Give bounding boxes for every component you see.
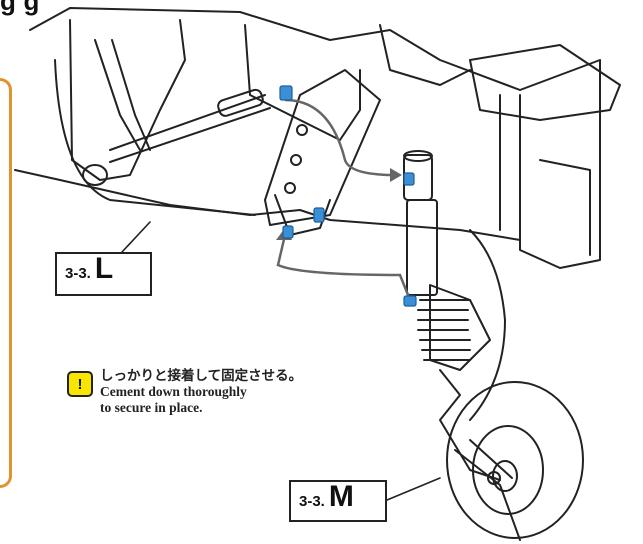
wheel-hub xyxy=(492,460,518,492)
step-label-M: 3-3. M xyxy=(289,480,387,522)
note-text: しっかりと接着して固定させる。 Cement down thoroughly t… xyxy=(100,368,302,416)
upper-spar xyxy=(244,24,361,141)
torque-link xyxy=(429,284,491,371)
leader-M xyxy=(386,477,441,501)
fin-plate xyxy=(469,44,621,121)
step-label-L: 3-3. L xyxy=(55,252,152,296)
lower-fork xyxy=(439,369,501,481)
wheel-rim xyxy=(472,425,544,515)
side-brace xyxy=(469,229,506,421)
rear-panel xyxy=(499,94,591,256)
oleo-spring xyxy=(417,299,471,361)
cement-marker xyxy=(282,225,294,239)
mount-bracket xyxy=(264,69,381,226)
part-letter: M xyxy=(328,480,354,513)
tail-rib xyxy=(379,24,471,86)
wheel-bay-outline xyxy=(14,7,601,269)
bracket-fork xyxy=(274,194,331,236)
axle-arm xyxy=(454,439,521,541)
assembly-arrow-upper xyxy=(284,98,396,177)
leader-L xyxy=(121,221,151,253)
page-heading: g g xyxy=(0,0,40,16)
cement-marker xyxy=(403,295,417,307)
bay-frame xyxy=(54,59,256,216)
step-number: 3-3. xyxy=(65,265,91,282)
step-number: 3-3. xyxy=(299,493,325,510)
strut-cylinder xyxy=(217,88,264,117)
wheel-bay-inner xyxy=(69,19,186,181)
part-letter: L xyxy=(94,252,114,285)
cement-marker xyxy=(313,207,325,223)
upper-link xyxy=(94,39,151,151)
lower-joint xyxy=(82,164,108,186)
cement-note: ! しっかりと接着して固定させる。 Cement down thoroughly… xyxy=(67,368,347,416)
assembly-arrow-lower xyxy=(276,234,412,301)
note-line-1: Cement down thoroughly xyxy=(100,384,247,399)
hydraulic-strut xyxy=(109,94,271,163)
cement-marker xyxy=(279,85,293,101)
cement-marker xyxy=(403,172,415,186)
warning-icon: ! xyxy=(67,371,93,397)
oleo-cylinder xyxy=(406,199,438,296)
note-line-2: to secure in place. xyxy=(100,400,203,415)
wheel-tyre xyxy=(446,381,584,539)
arrow-head-upper xyxy=(390,168,402,182)
note-line-japanese: しっかりと接着して固定させる。 xyxy=(100,368,303,383)
